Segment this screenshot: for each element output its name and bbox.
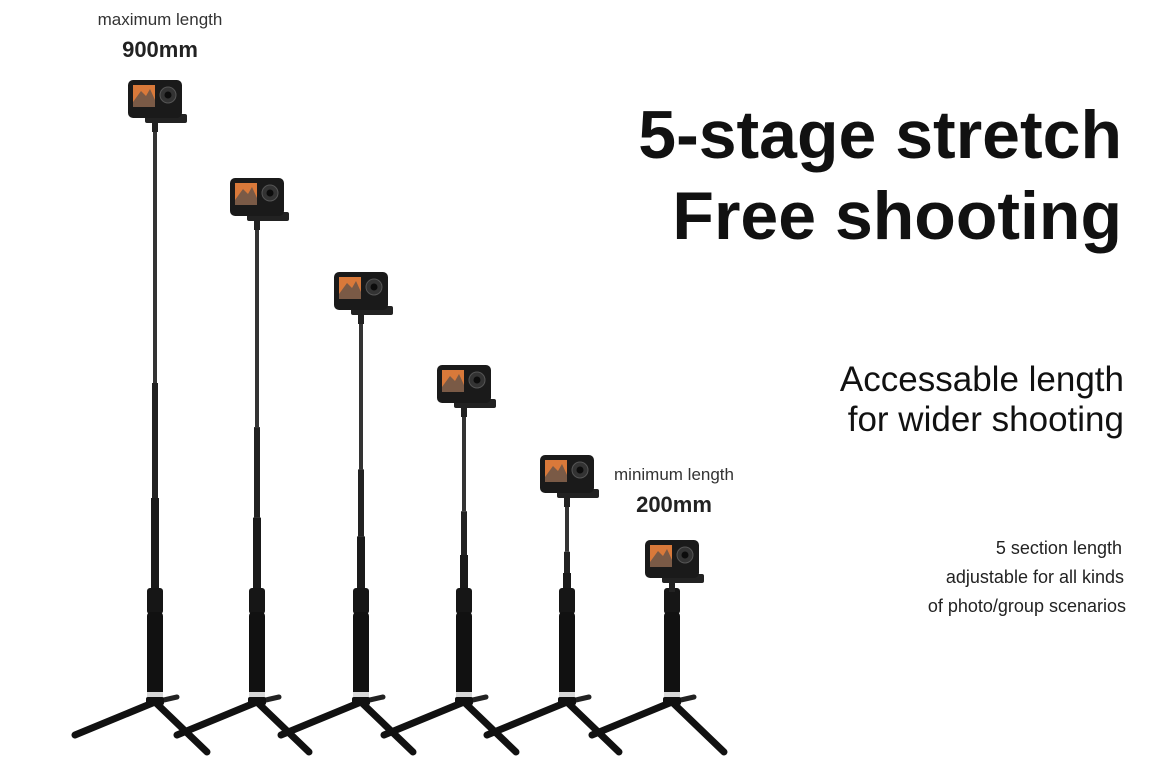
tripod-leg [357,698,417,756]
handle-ring [249,692,265,697]
tripod-leg [483,698,571,739]
tripod-leg [668,698,728,756]
camera-lens-glass [266,189,274,197]
description-line-1: 5 section length [995,538,1122,558]
pole-collar [664,588,680,614]
handle-ring [147,692,163,697]
headline-line-2: Free shooting [672,178,1122,254]
tripod-leg [253,698,313,756]
tripod-hub [558,697,576,705]
handle-grip [559,612,575,696]
camera-screen-mountain [133,89,155,107]
pole-section [462,415,466,512]
headline-line-1: 5-stage stretch [638,97,1122,173]
pole-section [152,383,158,498]
camera-screen-mountain [650,549,672,567]
min-length-caption: minimum length [614,465,734,484]
pole-collar [559,588,575,614]
pole-collar [147,588,163,614]
max-length-caption: maximum length [97,10,223,29]
tripod-leg [460,698,520,756]
pole-collar [456,588,472,614]
handle-grip [664,612,680,696]
pole-section [564,551,570,573]
handle-grip [353,612,369,696]
selfie-stick [173,178,313,756]
subheading-line-1: Accessable length [839,360,1124,399]
pole-section [358,469,364,537]
camera-lens-glass [681,551,689,559]
pole-section [563,573,571,590]
mount-screw [152,118,158,132]
camera-screen-mountain [545,464,567,482]
tripod-hub [146,697,164,705]
pole-section [151,498,159,590]
handle-ring [456,692,472,697]
tripod-hub [455,697,473,705]
tripod-leg [173,698,261,739]
pole-section [359,322,363,470]
selfie-stick [71,80,211,756]
selfie-stick [588,540,728,756]
handle-ring [353,692,369,697]
camera-lens-glass [370,283,378,291]
tripod-leg [277,698,365,739]
tripod-hub [248,697,266,705]
pole-collar [249,588,265,614]
camera-lens-glass [164,91,172,99]
pole-collar [353,588,369,614]
mount-screw [669,578,675,592]
description-line-2: adjustable for all kinds [945,567,1124,587]
camera-lens-glass [576,466,584,474]
camera-screen-mountain [235,187,257,205]
description-line-3: of photo/group scenarios [927,596,1126,616]
camera-lens-glass [473,376,481,384]
camera-screen-mountain [339,281,361,299]
max-length-value: 900mm [122,37,198,62]
pole-section [254,427,260,518]
tripod-hub [352,697,370,705]
pole-section [253,517,261,590]
selfie-stick [277,272,417,756]
mount-screw [564,493,570,507]
handle-grip [456,612,472,696]
pole-section [565,505,569,552]
handle-ring [559,692,575,697]
tripod-leg [151,698,211,756]
pole-section [357,536,365,590]
handle-ring [664,692,680,697]
pole-section [153,130,157,383]
min-length-value: 200mm [636,492,712,517]
tripod-leg [563,698,623,756]
mount-screw [461,403,467,417]
tripod-leg [71,698,159,739]
tripod-leg [380,698,468,739]
mount-screw [254,216,260,230]
tripod-leg [588,698,676,739]
mount-screw [358,310,364,324]
pole-section [460,555,468,590]
pole-section [461,511,467,555]
tripod-hub [663,697,681,705]
handle-grip [147,612,163,696]
handle-grip [249,612,265,696]
subheading-line-2: for wider shooting [847,400,1124,439]
pole-section [255,228,259,428]
selfie-stick [483,455,623,756]
camera-screen-mountain [442,374,464,392]
selfie-stick [380,365,520,756]
